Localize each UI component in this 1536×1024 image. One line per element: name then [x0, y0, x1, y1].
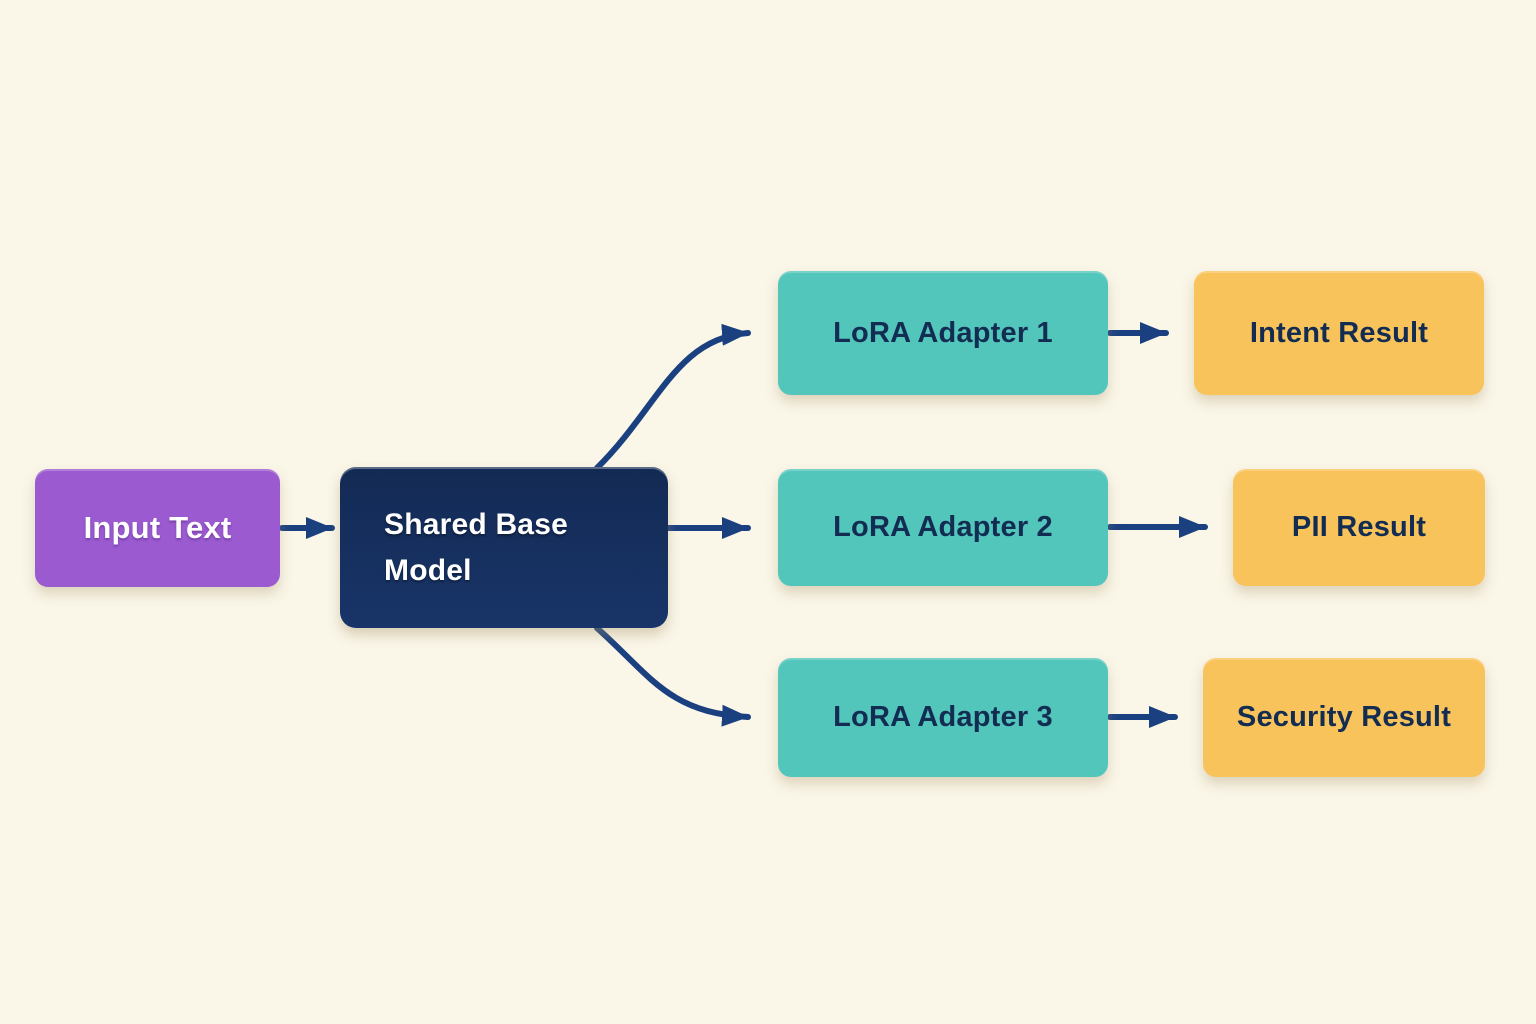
node-lora-adapter-2-label: LoRA Adapter 2 — [833, 511, 1053, 543]
node-shared-base-model: Shared Base Model — [340, 467, 668, 628]
node-intent-result-label: Intent Result — [1249, 316, 1429, 349]
node-lora-adapter-1-label: LoRA Adapter 1 — [833, 316, 1053, 349]
node-shared-base-model-label: Shared Base Model — [384, 507, 568, 587]
node-intent-result: Intent Result — [1194, 271, 1484, 395]
node-pii-result: PII Result — [1233, 469, 1485, 586]
arrow-base-to-adapter3 — [594, 625, 751, 727]
node-input-text: Input Text — [35, 469, 280, 587]
arrow-base-to-adapter1 — [594, 323, 751, 471]
node-input-text-label: Input Text — [83, 510, 232, 545]
node-pii-result-label: PII Result — [1291, 511, 1427, 543]
node-lora-adapter-3-label: LoRA Adapter 3 — [833, 701, 1053, 733]
node-lora-adapter-2: LoRA Adapter 2 — [778, 469, 1108, 586]
node-security-result-label: Security Result — [1236, 701, 1452, 733]
node-lora-adapter-3: LoRA Adapter 3 — [778, 658, 1108, 777]
node-lora-adapter-1: LoRA Adapter 1 — [778, 271, 1108, 395]
node-security-result: Security Result — [1203, 658, 1485, 777]
